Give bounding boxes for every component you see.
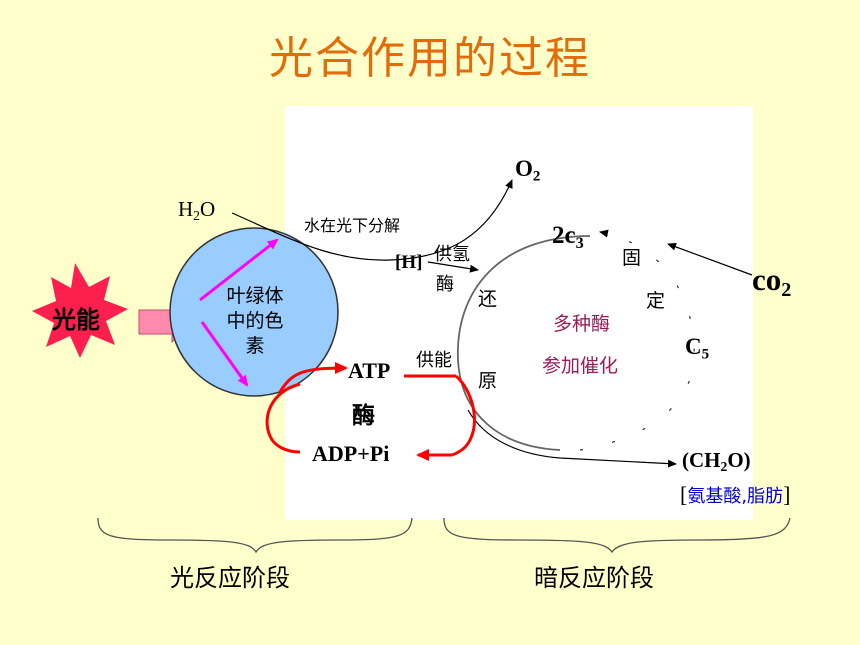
light-stage-label: 光反应阶段 [170,564,290,592]
supply-energy-label: 供能 [416,350,452,371]
chloroplast-line-1: 叶绿体 [226,285,284,307]
co2-label: co2 [752,262,792,302]
dark-stage-brace [443,517,791,554]
product-sub: 2 [720,459,728,475]
supply-hydrogen-label: 供氢 酶 [434,240,470,300]
water-split-label: 水在光下分解 [304,216,401,235]
supply-hydrogen-line-2: 酶 [436,274,454,295]
product-extra-close: ] [783,482,791,507]
enzymes-note-line-1: 多种酶 [553,313,611,335]
co2-base: co [752,262,782,297]
fixation-char-1: 固 [622,247,642,269]
fixation-char-2: 定 [646,290,666,312]
product-extra-open: [ [680,482,688,507]
chloroplast-circle [169,227,339,397]
calvin-cycle-left [457,235,591,451]
reduction-char-2: 原 [478,370,498,392]
co2-arrow [667,243,753,276]
atp-adp-cycle-right [451,374,476,457]
product-extra-label: [氨基酸,脂肪] [680,482,790,508]
light-energy-label: 光能 [52,306,100,334]
oxygen-label: O2 [515,156,541,185]
oxygen-base: O [515,156,533,181]
water-to-oxygen-arrow [231,179,513,261]
chloroplast-label: 叶绿体 中的色 素 [210,284,300,359]
water-sub: 2 [193,208,200,224]
hydrogen-arrow [427,261,479,273]
atp-label: ATP [348,358,391,383]
product-post: O) [727,448,751,472]
product-arrow [467,409,677,468]
water-tail: O [200,197,216,221]
diagram-panel [285,106,753,520]
co2-sub: 2 [781,279,792,302]
magenta-arrow-up [199,238,279,302]
enzyme-label: 酶 [352,403,375,429]
reduction-char-1: 还 [478,288,498,310]
page-title: 光合作用的过程 [269,33,591,84]
oxygen-sub: 2 [532,168,541,185]
hydrogen-label: [H] [395,252,423,273]
magenta-arrow-down [200,321,249,387]
supply-hydrogen-line-1: 供氢 [434,244,470,265]
c3-base: 2c [552,222,576,249]
chloroplast-line-3: 素 [245,335,265,357]
c5-base: C [685,334,702,359]
adp-label: ADP+Pi [312,441,390,466]
c3-label: 2c3 [552,222,584,252]
light-energy-star [32,263,128,358]
atp-adp-cycle-left [265,382,301,454]
product-extra-text: 氨基酸,脂肪 [687,486,784,507]
c3-sub: 3 [575,233,584,252]
chloroplast-line-2: 中的色 [226,310,284,332]
light-stage-brace [97,517,413,554]
atp-arrow [278,362,348,393]
c5-sub: 5 [701,346,710,363]
c5-label: C5 [685,334,710,363]
water-label: H2O [178,197,215,222]
enzymes-note-line-2: 参加催化 [542,355,619,377]
product-pre: (CH [682,448,721,472]
product-label: (CH2O) [682,448,751,473]
water-base: H [178,197,194,221]
dark-stage-label: 暗反应阶段 [534,564,654,592]
